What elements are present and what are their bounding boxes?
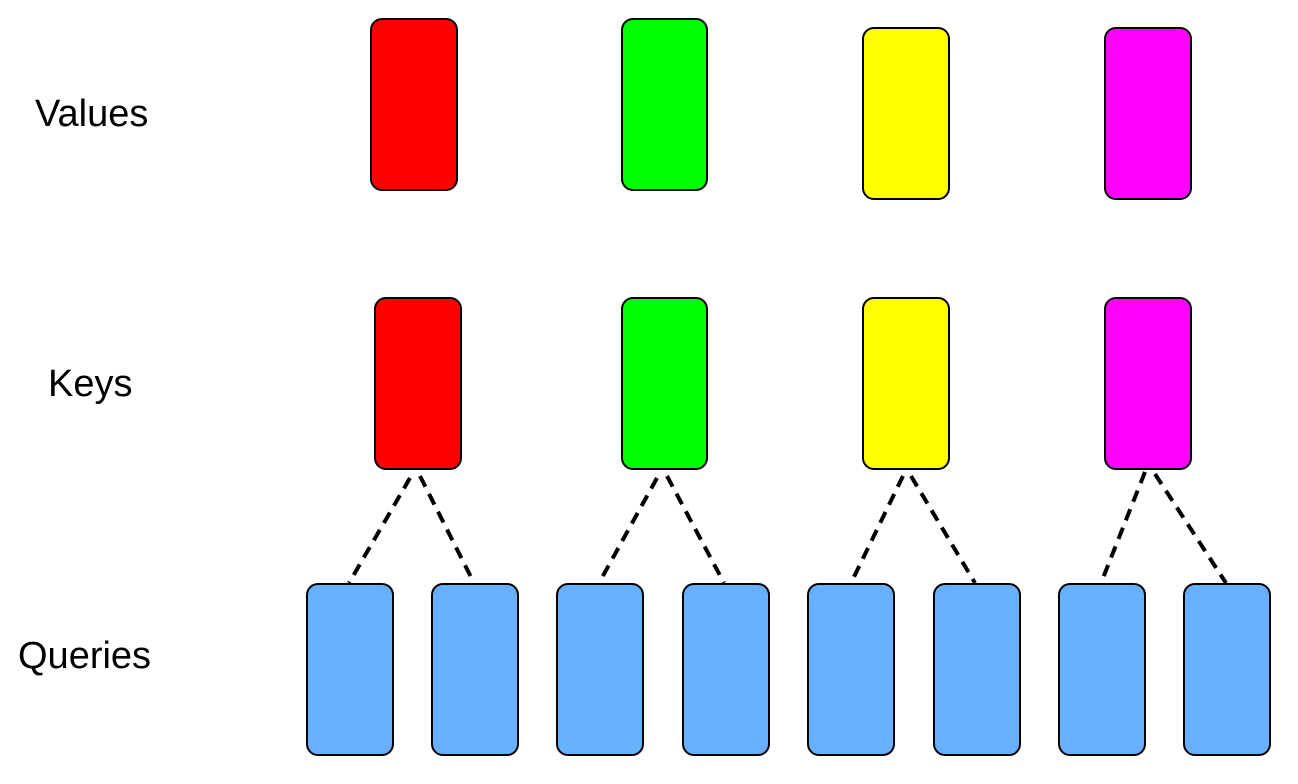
value-block <box>862 27 950 200</box>
connector-line <box>909 474 977 585</box>
query-block <box>306 583 394 756</box>
key-block <box>862 297 950 470</box>
key-block <box>374 297 462 470</box>
query-block <box>933 583 1021 756</box>
key-block <box>621 297 708 470</box>
values-row-label: Values <box>35 93 148 135</box>
key-block <box>1104 297 1192 470</box>
query-block <box>431 583 519 756</box>
value-block <box>1104 27 1192 200</box>
keys-row-label: Keys <box>48 363 132 405</box>
connector-line <box>418 475 476 584</box>
key-query-connectors <box>347 471 1228 585</box>
connector-line <box>597 477 659 584</box>
query-block <box>1183 583 1271 756</box>
keys-row <box>374 297 1192 470</box>
query-block <box>682 583 770 756</box>
values-row <box>370 18 1192 200</box>
query-block <box>1058 583 1146 756</box>
value-block <box>621 18 708 191</box>
connector-line <box>665 475 726 584</box>
queries-row <box>306 583 1271 756</box>
connector-line <box>1099 471 1147 584</box>
value-block <box>370 18 458 191</box>
queries-row-label: Queries <box>18 635 151 677</box>
query-block <box>556 583 644 756</box>
connector-line <box>347 476 412 585</box>
query-block <box>807 583 895 756</box>
connector-line <box>849 475 905 584</box>
connector-line <box>1153 472 1228 585</box>
